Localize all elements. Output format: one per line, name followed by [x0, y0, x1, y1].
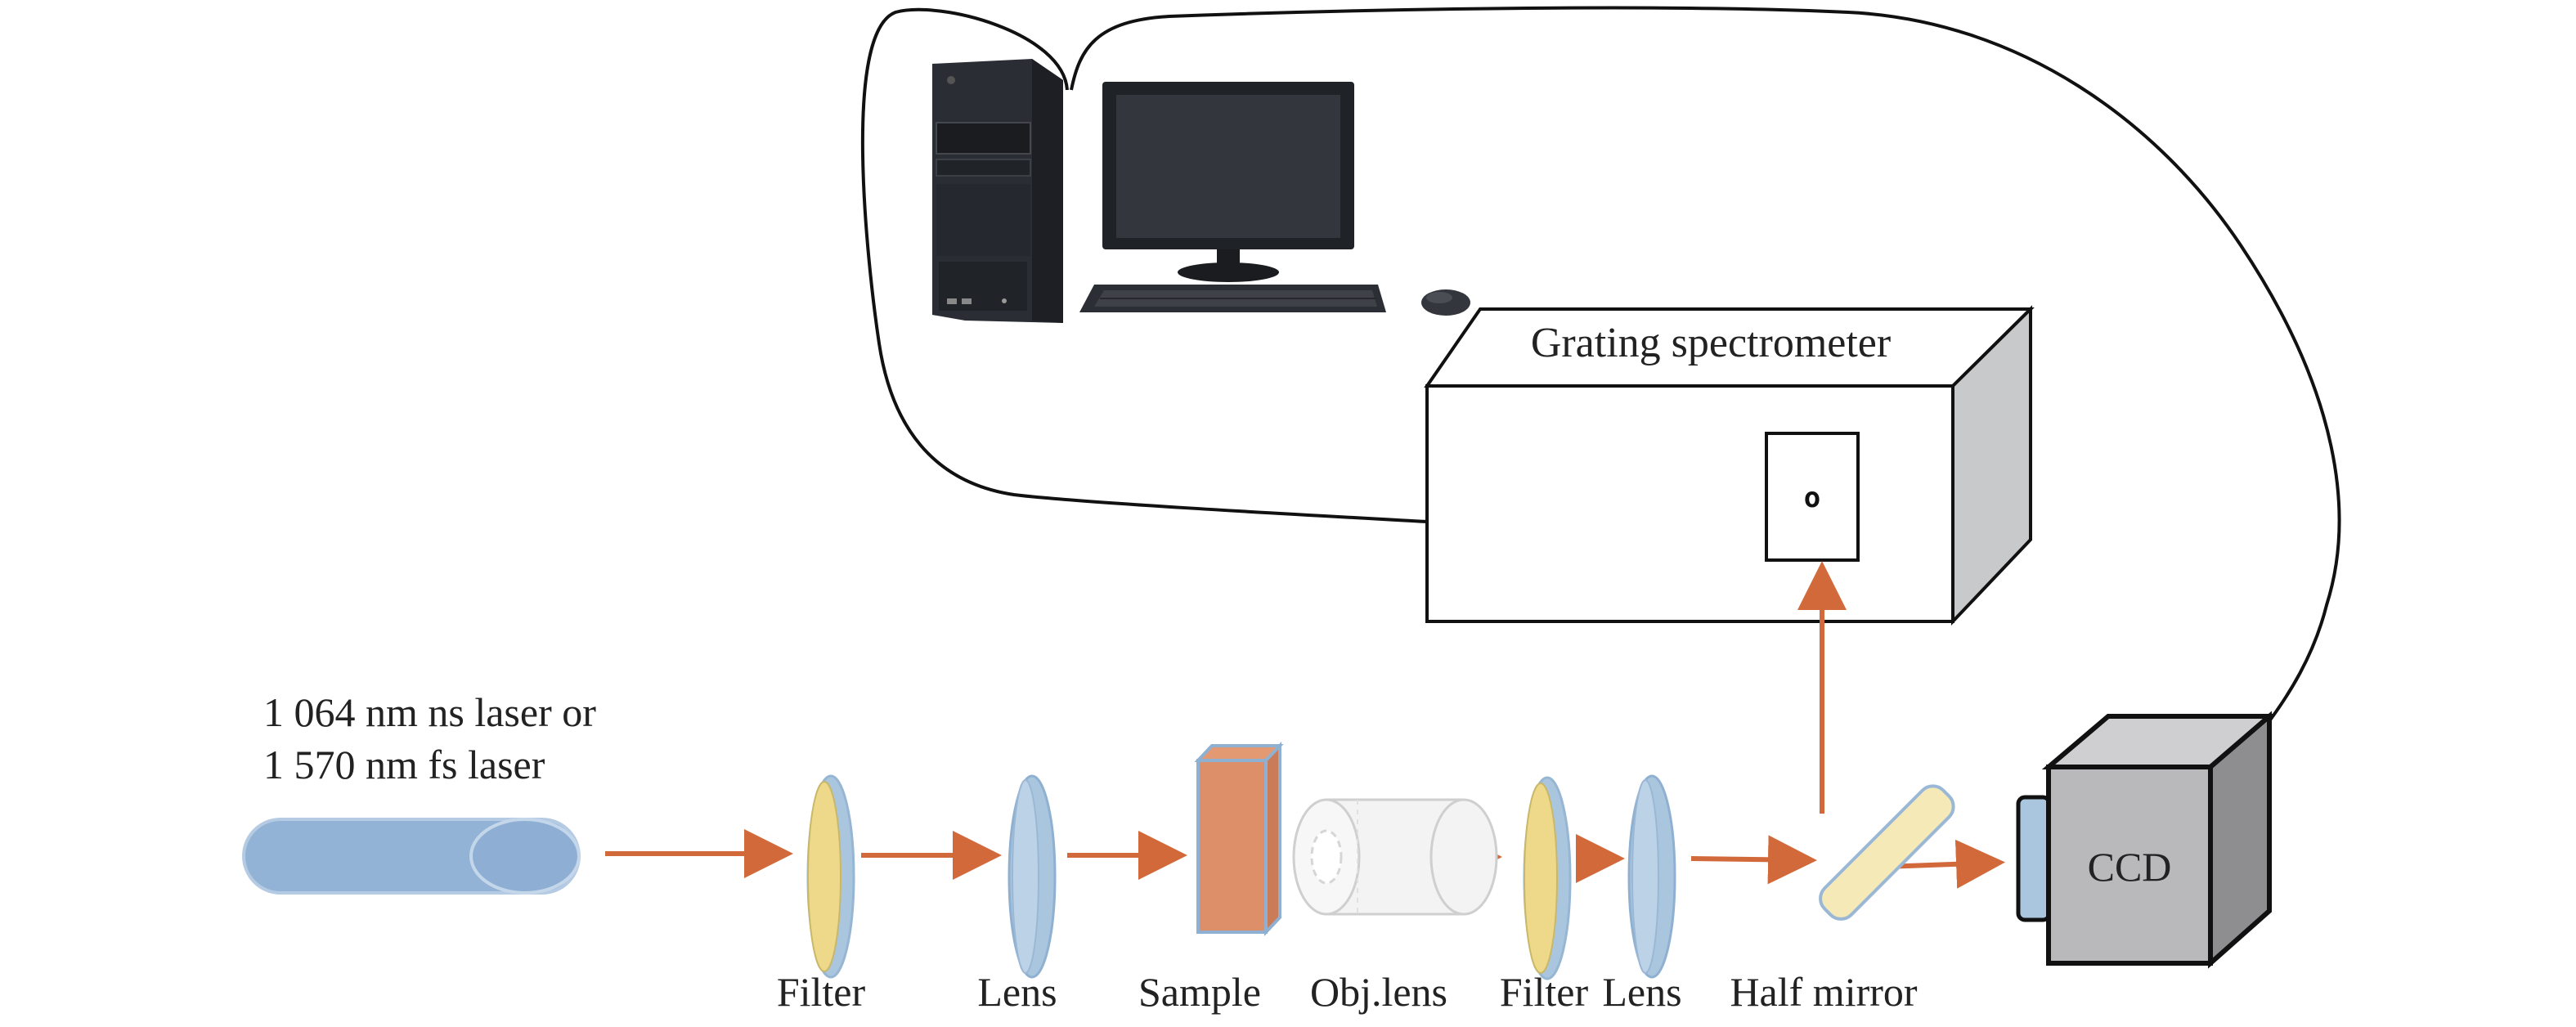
cable-pc-to-spectrometer	[860, 7, 1428, 523]
laser-label-line1: 1 064 nm ns laser or	[263, 689, 596, 735]
ccd-lens-barrel	[2016, 795, 2052, 922]
mouse-icon	[1421, 289, 1470, 316]
laser-source	[242, 818, 581, 895]
ccd-camera: CCD	[2016, 711, 2277, 969]
ccd-front	[2046, 765, 2213, 966]
filter-1	[806, 774, 855, 979]
label-lens-1: Lens	[977, 969, 1057, 1015]
beam-arrow-7	[1884, 839, 2005, 889]
label-filter-1: Filter	[777, 969, 866, 1015]
label-lens-2: Lens	[1602, 969, 1681, 1015]
ccd-label: CCD	[2088, 844, 2172, 890]
lens-2	[1627, 774, 1676, 979]
laser-label-line2: 1 570 nm fs laser	[263, 742, 545, 787]
label-sample: Sample	[1138, 969, 1261, 1015]
spectrometer-front	[1425, 384, 1954, 623]
component-labels: Filter Lens Sample Obj.lens Filter Lens …	[777, 969, 1918, 1015]
spectrometer-label: Grating spectrometer	[1531, 320, 1891, 366]
sample	[1194, 741, 1284, 937]
grating-spectrometer: Grating spectrometer o	[1424, 305, 2035, 626]
filter-2	[1523, 776, 1572, 980]
pc-tower	[932, 59, 1063, 323]
cable-pc-to-ccd	[1070, 6, 2341, 733]
desktop-computer-icon	[932, 59, 1470, 323]
label-half-mirror: Half mirror	[1730, 969, 1917, 1015]
slit-glyph: o	[1804, 482, 1820, 514]
lens-1	[1008, 774, 1057, 979]
monitor-icon	[1102, 82, 1354, 282]
half-mirror	[1819, 784, 1955, 921]
objective-lens	[1292, 798, 1498, 916]
beam-arrow-6	[1690, 835, 1817, 885]
label-objective-lens: Obj.lens	[1310, 969, 1447, 1015]
label-filter-2: Filter	[1500, 969, 1589, 1015]
keyboard-icon	[1079, 285, 1386, 312]
spectrometer-entrance-slit	[1765, 432, 1860, 562]
